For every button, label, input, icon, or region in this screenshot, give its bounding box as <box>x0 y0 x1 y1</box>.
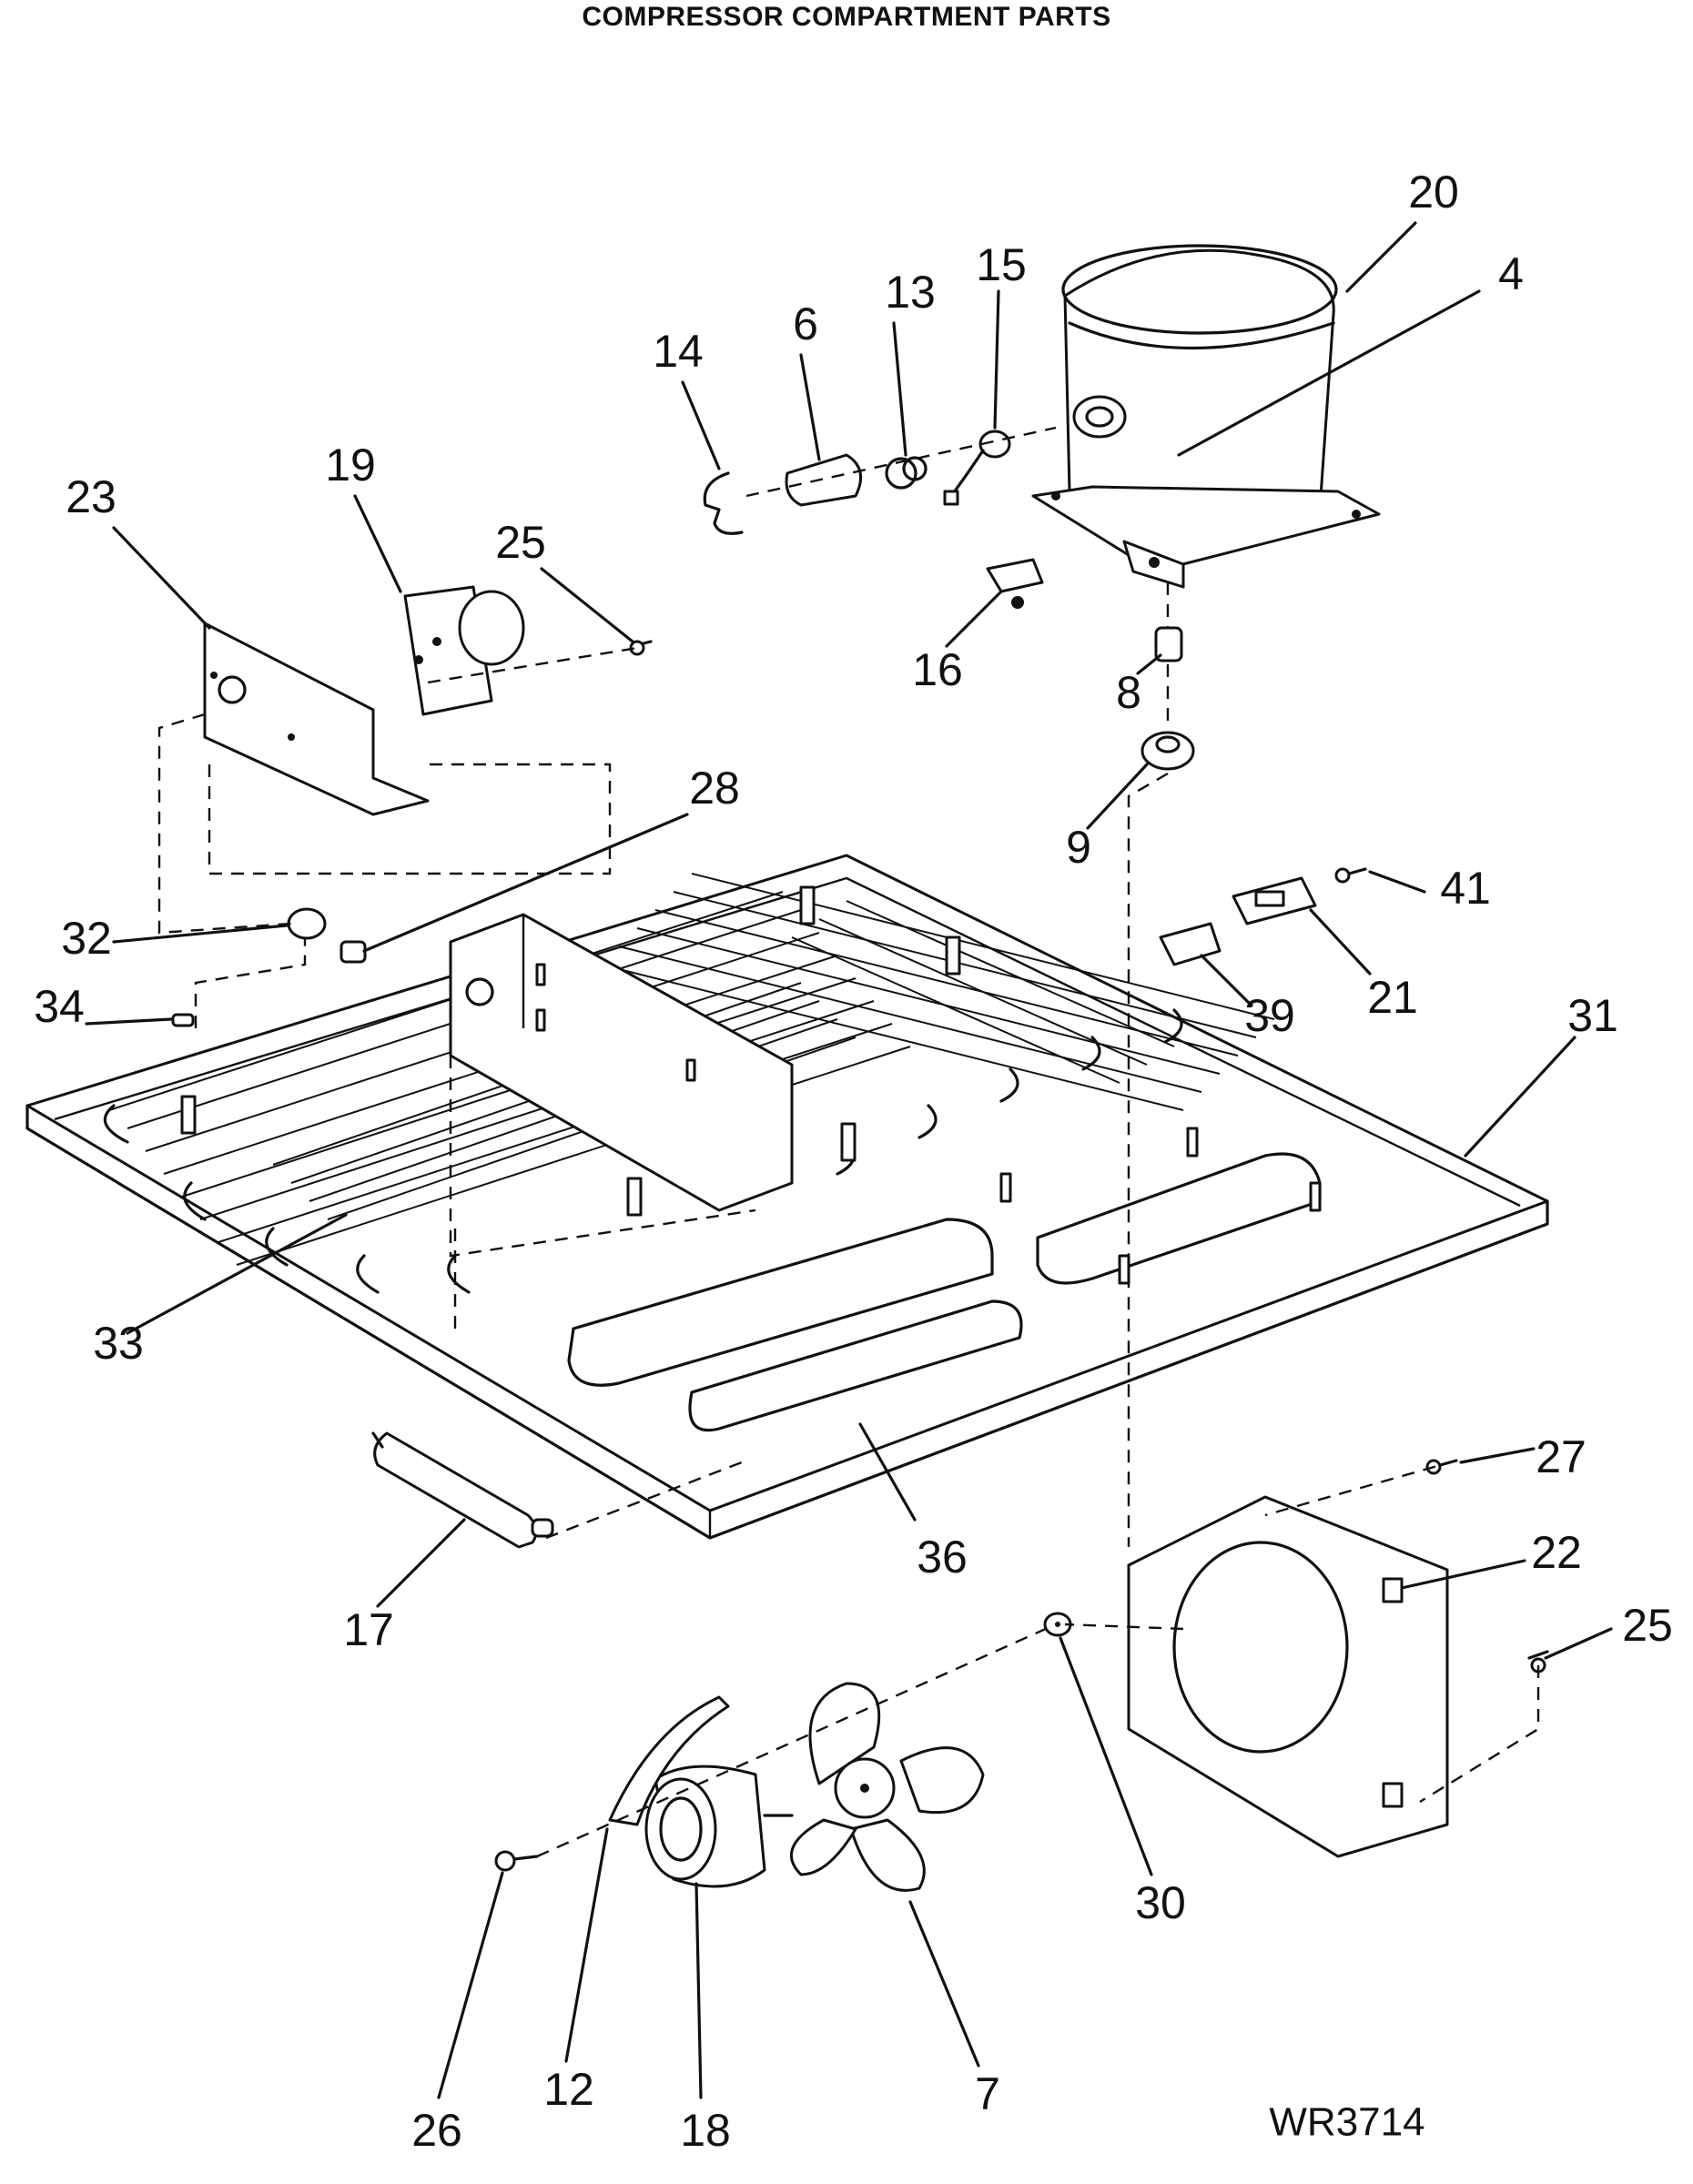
callout-25-bottom: 25 <box>1622 1600 1673 1651</box>
callout-34: 34 <box>34 981 85 1032</box>
callout-7: 7 <box>975 2068 1000 2119</box>
connector-21 <box>1232 876 1317 925</box>
page-title: COMPRESSOR COMPARTMENT PARTS <box>582 2 1111 32</box>
shroud-22 <box>1127 1495 1449 1858</box>
fan-motor-18 <box>644 1764 794 1888</box>
callout-41: 41 <box>1440 863 1491 914</box>
callout-labels: 20 4 15 13 6 14 19 23 25 16 8 28 9 41 32… <box>34 167 1673 2156</box>
callout-22: 22 <box>1531 1527 1582 1578</box>
spacer-32 <box>287 907 327 940</box>
leader-lines <box>85 221 1613 2099</box>
callout-20: 20 <box>1408 167 1459 217</box>
assembly-lines <box>157 426 1540 1858</box>
thermostat-19 <box>403 585 525 716</box>
divider-plate <box>449 913 794 1212</box>
compressor-20 <box>1031 244 1381 589</box>
drawing-code: WR3714 <box>1269 2100 1424 2145</box>
callout-39: 39 <box>1244 990 1295 1041</box>
overload-13 <box>885 456 928 490</box>
callout-23: 23 <box>66 471 117 522</box>
mount-9 <box>1140 731 1195 771</box>
callout-18: 18 <box>680 2105 731 2156</box>
condenser-coil-33 <box>103 873 1275 1294</box>
callout-32: 32 <box>61 913 112 964</box>
connector-39 <box>1159 922 1222 966</box>
base-pan-31 <box>25 854 1549 1540</box>
callout-26: 26 <box>411 2105 462 2156</box>
callout-6: 6 <box>793 298 818 349</box>
drier-17 <box>371 1431 554 1549</box>
bracket-16 <box>986 558 1044 609</box>
callout-4: 4 <box>1498 248 1524 299</box>
callout-36: 36 <box>917 1532 968 1582</box>
terminal-15 <box>943 430 1011 506</box>
clip-34 <box>171 1013 195 1027</box>
callout-17: 17 <box>343 1604 394 1655</box>
callout-27: 27 <box>1536 1431 1587 1482</box>
screw-41 <box>1334 867 1367 884</box>
clip-14 <box>703 471 744 535</box>
callout-14: 14 <box>653 326 704 377</box>
callout-9: 9 <box>1066 822 1091 873</box>
callout-19: 19 <box>325 440 376 490</box>
callout-25-top: 25 <box>495 517 546 568</box>
callout-31: 31 <box>1567 990 1618 1041</box>
callout-21: 21 <box>1367 972 1418 1023</box>
callout-28: 28 <box>689 763 740 814</box>
callout-13: 13 <box>885 267 936 318</box>
screw-28 <box>340 940 367 964</box>
callout-12: 12 <box>543 2064 594 2115</box>
callout-33: 33 <box>93 1318 144 1369</box>
callout-30: 30 <box>1135 1877 1186 1928</box>
fan-blade-7 <box>790 1682 985 1892</box>
plate-23 <box>203 622 430 816</box>
callout-15: 15 <box>976 239 1027 290</box>
screw-26 <box>494 1850 539 1872</box>
relay-6 <box>785 453 863 507</box>
bracket-12 <box>608 1695 730 1826</box>
callout-16: 16 <box>912 644 963 695</box>
callout-8: 8 <box>1116 667 1141 718</box>
